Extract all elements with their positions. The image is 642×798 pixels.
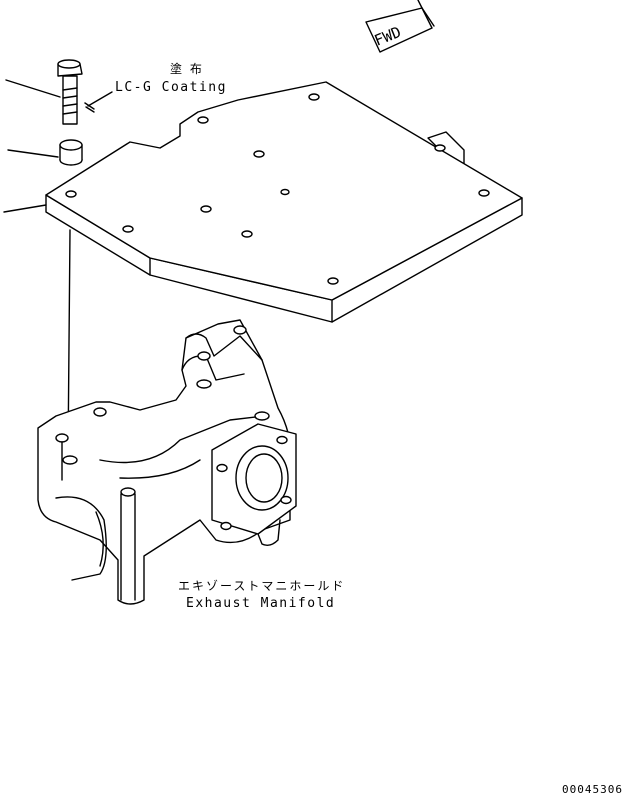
coating-label-en: LC-G Coating — [115, 80, 227, 95]
exhaust-manifold — [37, 319, 297, 605]
coating-leader-line — [87, 91, 113, 107]
forward-direction-arrow-icon: FWD — [365, 0, 435, 53]
drawing-number: 00045306 — [562, 783, 623, 796]
bolt — [57, 59, 83, 125]
manifold-label-jp: エキゾーストマニホールド — [178, 579, 345, 593]
plate-leader-line — [3, 204, 47, 213]
manifold-label-en: Exhaust Manifold — [186, 596, 335, 611]
bolt-leader-line — [5, 79, 61, 98]
mounting-plate — [45, 81, 523, 323]
spacer-leader-line — [7, 149, 59, 158]
spacer — [59, 139, 83, 166]
coating-marker-icon — [84, 102, 95, 113]
coating-label-jp: 塗 布 — [170, 61, 204, 76]
